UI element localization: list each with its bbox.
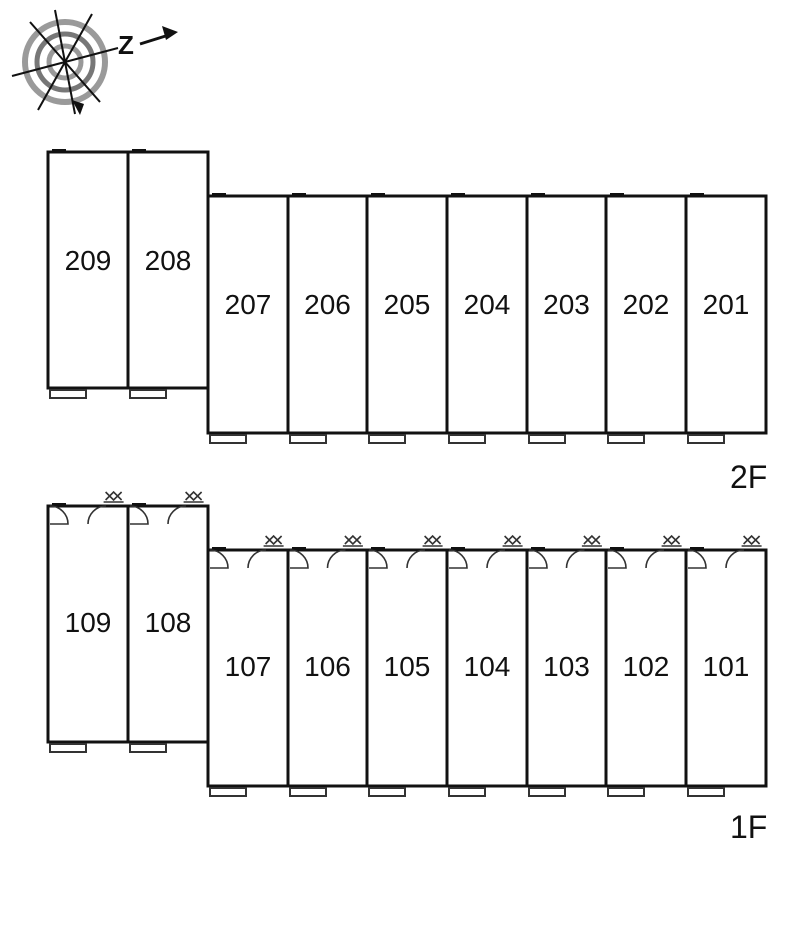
- compass-north-label: Z: [118, 30, 134, 60]
- unit-number-label: 104: [464, 651, 511, 682]
- door-icon: [565, 549, 585, 569]
- door-icon: [607, 549, 627, 569]
- door-icon: [167, 505, 187, 525]
- unit-number-label: 106: [304, 651, 351, 682]
- unit-number-label: 201: [703, 289, 750, 320]
- unit-number-label: 204: [464, 289, 511, 320]
- unit-209: 209: [46, 149, 130, 399]
- unit-208: 208: [126, 149, 210, 399]
- door-icon: [448, 549, 468, 569]
- unit-201: 201: [684, 193, 768, 444]
- door-icon: [725, 549, 745, 569]
- door-icon: [87, 505, 107, 525]
- unit-number-label: 202: [623, 289, 670, 320]
- unit-104: 104: [445, 534, 529, 797]
- unit-108: 108: [126, 490, 210, 753]
- unit-number-label: 109: [65, 607, 112, 638]
- balcony-icon: [607, 434, 645, 444]
- unit-206: 206: [286, 193, 369, 444]
- balcony-icon: [528, 787, 566, 797]
- unit-number-label: 101: [703, 651, 750, 682]
- balcony-icon: [448, 787, 486, 797]
- window-icon: [743, 534, 761, 546]
- window-icon: [185, 490, 203, 502]
- window-icon: [344, 534, 362, 546]
- balcony-icon: [448, 434, 486, 444]
- balcony-icon: [49, 389, 87, 399]
- window-icon: [663, 534, 681, 546]
- balcony-icon: [209, 434, 247, 444]
- balcony-icon: [687, 434, 725, 444]
- unit-number-label: 103: [543, 651, 590, 682]
- door-icon: [406, 549, 426, 569]
- unit-number-label: 102: [623, 651, 670, 682]
- window-icon: [583, 534, 601, 546]
- unit-number-label: 207: [225, 289, 272, 320]
- balcony-icon: [687, 787, 725, 797]
- unit-number-label: 206: [304, 289, 351, 320]
- unit-205: 205: [365, 193, 449, 444]
- unit-105: 105: [365, 534, 449, 797]
- unit-number-label: 208: [145, 245, 192, 276]
- balcony-icon: [129, 389, 167, 399]
- unit-203: 203: [525, 193, 608, 444]
- door-icon: [247, 549, 267, 569]
- unit-102: 102: [604, 534, 688, 797]
- balcony-icon: [607, 787, 645, 797]
- balcony-icon: [368, 787, 406, 797]
- door-icon: [209, 549, 229, 569]
- unit-101: 101: [684, 534, 768, 797]
- balcony-icon: [209, 787, 247, 797]
- door-icon: [687, 549, 707, 569]
- window-icon: [424, 534, 442, 546]
- door-icon: [645, 549, 665, 569]
- unit-number-label: 205: [384, 289, 431, 320]
- balcony-icon: [289, 434, 327, 444]
- floor-2f: 209 208 207 206 205 204 203 202 201 2F: [46, 149, 768, 495]
- balcony-icon: [129, 743, 167, 753]
- unit-204: 204: [445, 193, 529, 444]
- floor-label: 2F: [730, 459, 767, 495]
- floor-label: 1F: [730, 809, 767, 845]
- unit-202: 202: [604, 193, 688, 444]
- unit-207: 207: [206, 193, 290, 444]
- balcony-icon: [289, 787, 327, 797]
- door-icon: [528, 549, 548, 569]
- door-icon: [289, 549, 309, 569]
- unit-number-label: 105: [384, 651, 431, 682]
- door-icon: [129, 505, 149, 525]
- unit-number-label: 203: [543, 289, 590, 320]
- balcony-icon: [49, 743, 87, 753]
- unit-106: 106: [286, 534, 369, 797]
- door-icon: [368, 549, 388, 569]
- door-icon: [486, 549, 506, 569]
- unit-103: 103: [525, 534, 608, 797]
- compass-icon: Z: [11, 9, 178, 115]
- unit-number-label: 209: [65, 245, 112, 276]
- window-icon: [504, 534, 522, 546]
- window-icon: [105, 490, 123, 502]
- window-icon: [265, 534, 283, 546]
- unit-number-label: 107: [225, 651, 272, 682]
- floor-1f: 109 108 107 106 105 104 103 102 101 1F: [46, 490, 768, 845]
- unit-number-label: 108: [145, 607, 192, 638]
- balcony-icon: [368, 434, 406, 444]
- door-icon: [49, 505, 69, 525]
- unit-107: 107: [206, 534, 290, 797]
- door-icon: [326, 549, 346, 569]
- unit-109: 109: [46, 490, 130, 753]
- balcony-icon: [528, 434, 566, 444]
